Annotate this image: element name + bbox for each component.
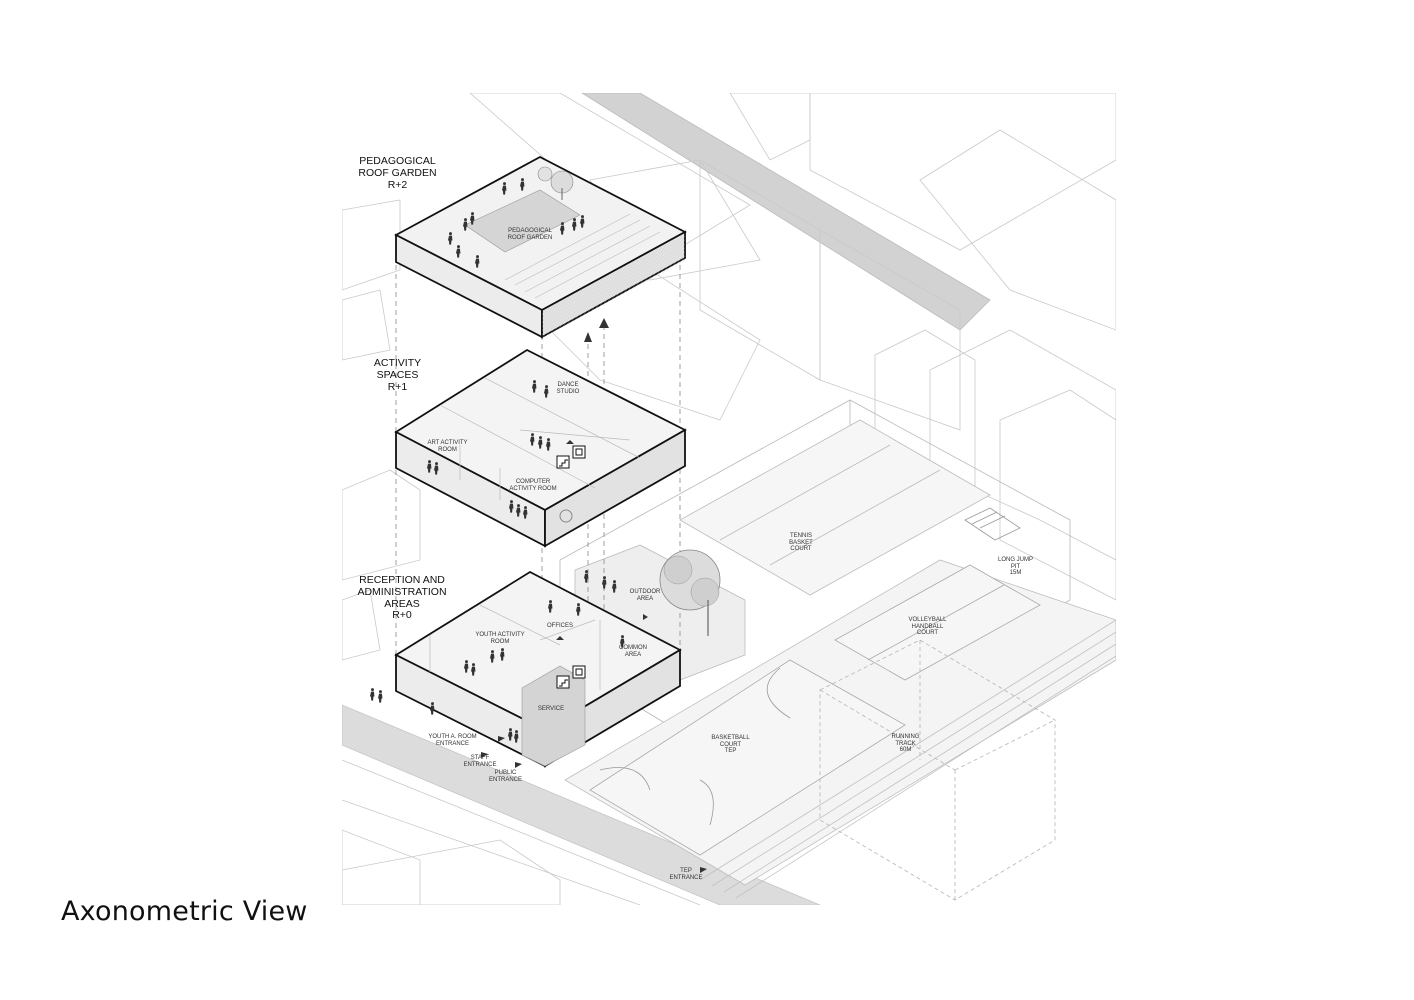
up-arrow-icon (584, 332, 592, 342)
rail-band (581, 93, 991, 331)
room-label-offices: OFFICES (546, 623, 573, 629)
view-title: Axonometric View (61, 896, 308, 927)
entrance-arrow-icon (566, 440, 574, 444)
entrance-label-youth: YOUTH A. ROOM ENTRANCE (428, 734, 477, 747)
room-label-outdoor-area: OUTDOOR AREA (629, 589, 661, 602)
level-label-r0: RECEPTION AND ADMINISTRATION AREAS R+0 (357, 574, 447, 622)
entrance-arrow-icon (643, 614, 648, 620)
level-r0-block (394, 570, 682, 768)
person-figure-icon (378, 690, 383, 703)
tree-icon (550, 170, 574, 200)
entrance-arrow-icon (498, 736, 505, 742)
elevator-icon (572, 445, 586, 459)
entrance-arrow-icon (700, 867, 707, 873)
room-label-youth-room: YOUTH ACTIVITY ROOM (475, 632, 525, 645)
level-r2-block (394, 155, 687, 339)
sports-label-running: RUNNING TRACK 60M (891, 734, 920, 754)
room-label-roof-garden: PEDAGOGICAL ROOF GARDEN (507, 228, 553, 241)
sports-label-long-jump: LONG JUMP PIT 15M (997, 557, 1033, 577)
site-context (342, 93, 1116, 905)
person-figure-icon (370, 688, 375, 701)
entrance-label-tep: TEP ENTRANCE (669, 868, 703, 881)
entrance-label-staff: STAFF ENTRANCE (463, 755, 497, 768)
circulation-icons (556, 445, 586, 689)
room-label-art-room: ART ACTIVITY ROOM (427, 440, 468, 453)
level-label-r2: PEDAGOGICAL ROOF GARDEN R+2 (358, 155, 437, 191)
sports-label-basketball: BASKETBALL COURT TEP (711, 735, 750, 755)
up-arrow-icon (599, 318, 609, 328)
level-label-r1: ACTIVITY SPACES R+1 (373, 357, 422, 393)
sports-label-tennis: TENNIS BASKET COURT (789, 533, 813, 553)
stairs-icon (556, 455, 570, 469)
entrance-arrows (481, 440, 707, 873)
room-label-dance-studio: DANCE STUDIO (556, 382, 580, 395)
room-label-computer-room: COMPUTER ACTIVITY ROOM (509, 479, 557, 492)
entrance-arrow-icon (515, 762, 522, 768)
tree-icon (659, 549, 721, 636)
trees (537, 166, 721, 636)
entrance-label-public: PUBLIC ENTRANCE (488, 770, 522, 783)
elevator-icon (572, 665, 586, 679)
entrance-arrow-icon (556, 636, 564, 640)
sports-label-volleyball: VOLLEYBALL HANDBALL COURT (908, 617, 947, 637)
stairs-icon (556, 675, 570, 689)
room-label-service: SERVICE (537, 706, 565, 712)
entrance-arrow-icon (481, 752, 488, 758)
basketball-court (589, 659, 906, 856)
room-label-common-area: COMMON AREA (619, 645, 647, 658)
tennis-court (679, 419, 991, 596)
level-r1-block (394, 348, 687, 548)
tree-icon (537, 166, 553, 182)
